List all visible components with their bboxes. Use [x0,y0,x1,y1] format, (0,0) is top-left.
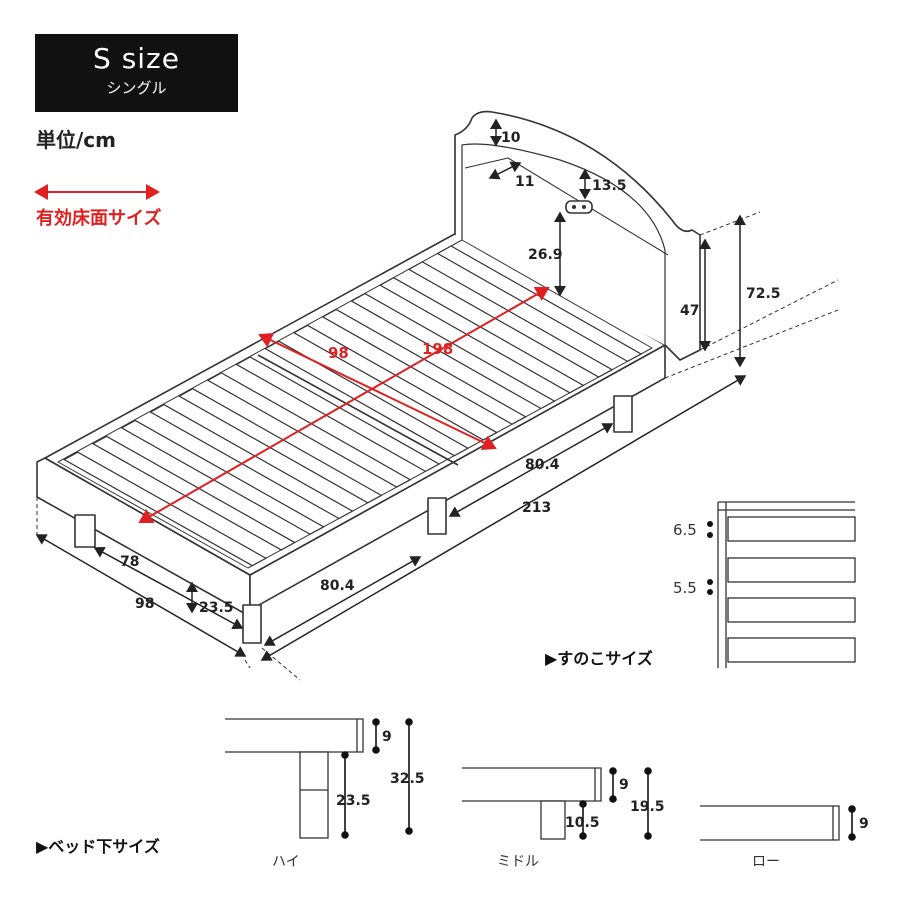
slat-detail [717,501,856,668]
dim-47-label: 47 [680,303,699,319]
floor-width-label: 98 [328,344,349,362]
low-frame-label: 9 [859,816,869,832]
dim-213-label: 213 [522,500,551,516]
under-bed-middle [462,767,602,840]
middle-clearance-label: 10.5 [565,815,600,831]
dim-80_4-bottom-label: 80.4 [320,578,355,594]
high-name-label: ハイ [272,854,300,870]
dim-11-label: 11 [515,174,534,190]
under-bed-low [700,805,840,841]
dim-78-label: 78 [120,554,139,570]
dim-23_5-label: 23.5 [199,600,234,616]
size-kind: シングル [106,79,167,97]
high-total-label: 32.5 [390,771,425,787]
middle-frame-label: 9 [619,777,629,793]
under-bed-middle-markers [579,767,652,840]
slat-caption: ▶すのこサイズ [545,649,653,668]
size-title: S size [93,42,180,75]
slat-gap-dots [707,521,713,595]
high-clearance-label: 23.5 [336,793,371,809]
slat-gap-1-label: 6.5 [673,521,697,539]
middle-name-label: ミドル [497,854,539,870]
dim-72_5-label: 72.5 [746,286,781,302]
under-bed-low-markers [848,805,856,841]
under-bed-high-markers [341,718,413,839]
low-name-label: ロー [752,854,780,870]
dim-80_4-bottom-arrow [263,556,422,646]
dim-98-arrow [35,534,247,657]
dim-98-label: 98 [135,596,154,612]
slat-gap-2-label: 5.5 [673,579,697,597]
under-bed-caption: ▶ベッド下サイズ [36,837,160,856]
high-frame-label: 9 [382,729,392,745]
unit-label: 単位/cm [36,128,116,152]
dim-26_9-label: 26.9 [528,247,563,263]
dim-11-arrow [488,161,522,180]
floor-length-label: 198 [422,340,453,358]
dim-80_4-top-label: 80.4 [525,457,560,473]
size-badge: S size シングル [35,34,238,112]
dim-10-label: 10 [501,130,521,146]
under-bed-high [225,718,364,839]
dim-13_5-label: 13.5 [592,178,627,194]
legend-label: 有効床面サイズ [36,208,162,229]
middle-total-label: 19.5 [630,799,665,815]
